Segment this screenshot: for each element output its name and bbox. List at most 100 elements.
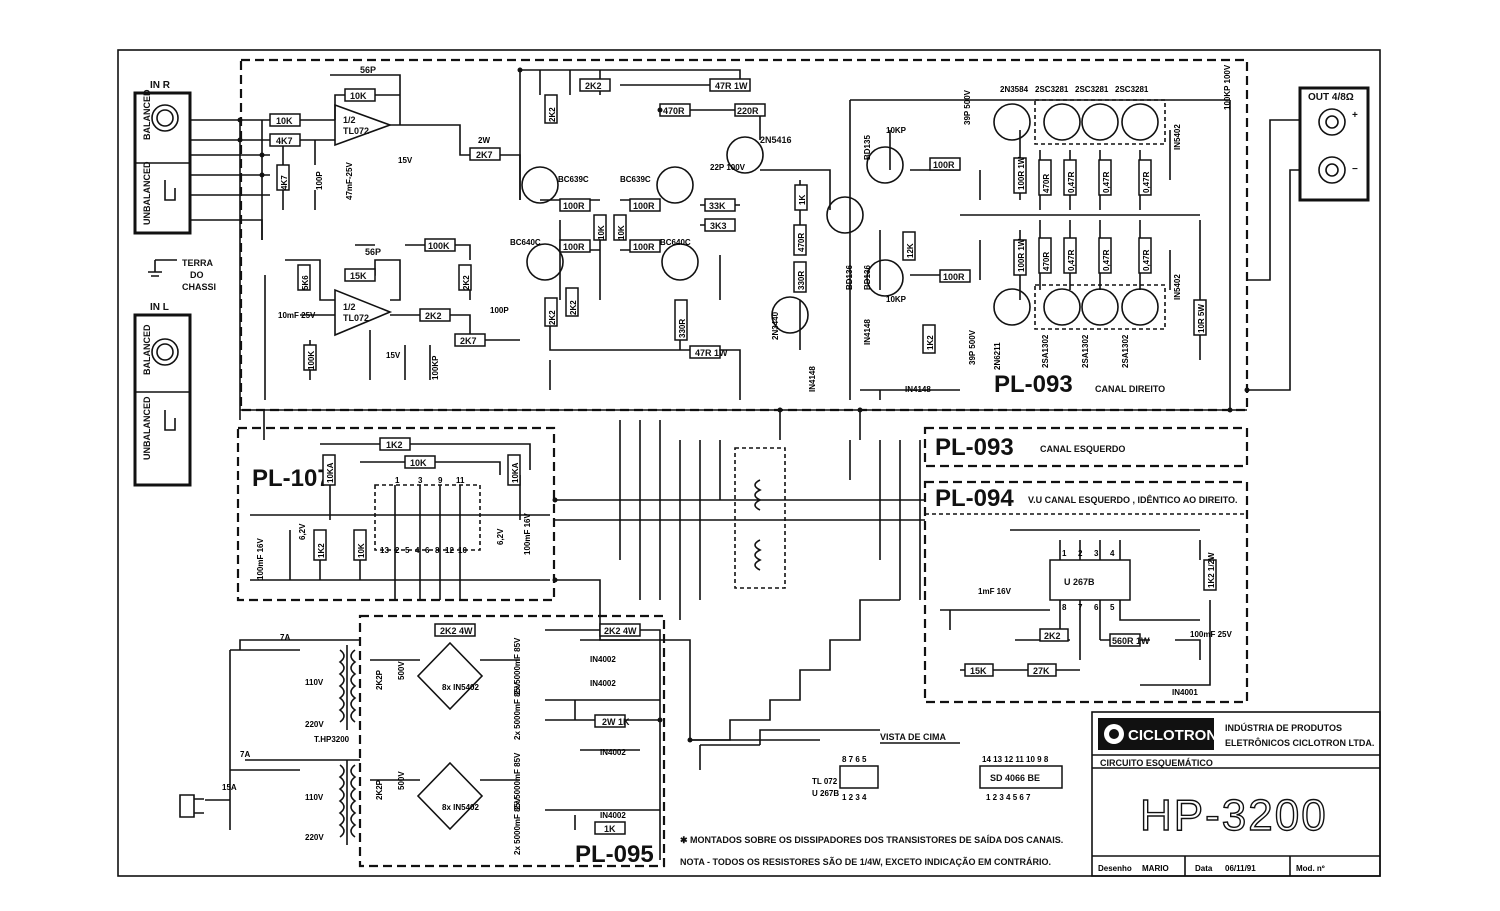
opamp-bottom: 1/2 TL072 [334,288,393,337]
svg-text:10KP: 10KP [886,295,907,304]
transformers [338,645,357,845]
svg-text:13: 13 [380,546,389,555]
svg-text:15V: 15V [386,351,401,360]
svg-text:BD136: BD136 [863,265,872,290]
svg-text:0,47R: 0,47R [1102,249,1111,271]
svg-text:2N5416: 2N5416 [760,135,792,145]
svg-text:12: 12 [445,546,454,555]
svg-text:BC639C: BC639C [558,175,589,184]
svg-text:10R 5W: 10R 5W [1197,304,1206,333]
sheet-type: CIRCUITO ESQUEMÁTICO [1100,758,1213,768]
input-l-connector: IN L BALANCED UNBALANCED [133,302,192,487]
data-value: 06/11/91 [1225,864,1256,873]
board-pl095 [358,614,666,868]
desenho-label: Desenho [1098,864,1132,873]
svg-text:2W: 2W [478,136,490,145]
svg-text:2x 5000mF 85V: 2x 5000mF 85V [513,682,522,740]
svg-text:6: 6 [1094,603,1099,612]
svg-text:2K2: 2K2 [569,300,578,315]
pl095-label: PL-095 [575,841,654,868]
svg-text:100R: 100R [633,242,655,252]
svg-text:2N6211: 2N6211 [993,342,1002,370]
svg-text:14 13 12 11 10 9 8: 14 13 12 11 10 9 8 [982,755,1049,764]
out-minus: − [1352,164,1358,175]
svg-text:15K: 15K [350,271,367,281]
svg-text:47R 1W: 47R 1W [715,81,748,91]
data-label: Data [1195,864,1213,873]
svg-text:100R: 100R [563,201,585,211]
balanced-r-label: BALANCED [142,89,152,140]
svg-text:2x 5000mF 85V: 2x 5000mF 85V [513,637,522,695]
svg-text:2N3440: 2N3440 [771,311,780,340]
tl072-package [839,765,879,789]
chassi-label: CHASSI [182,282,216,292]
pl093-left-label: PL-093 [935,434,1014,461]
svg-text:100K: 100K [428,241,450,251]
svg-text:470R: 470R [1042,252,1051,271]
svg-text:2K2P: 2K2P [375,669,384,690]
driver-stage-components: 2K2 2K2 47R 1W 470R 220R 2N5416 BC639C B… [510,78,817,392]
pl107-label: PL-107 [252,465,331,492]
svg-text:100R: 100R [633,201,655,211]
svg-text:2K2: 2K2 [1044,631,1061,641]
svg-text:1K: 1K [604,824,616,834]
svg-text:2SA1302: 2SA1302 [1121,334,1130,368]
svg-text:4: 4 [1110,549,1115,558]
svg-text:1K2: 1K2 [386,440,403,450]
svg-text:470R: 470R [663,106,685,116]
bridge-rectifiers [416,641,484,831]
svg-text:100K: 100K [307,351,316,370]
svg-text:1/2: 1/2 [343,302,356,312]
opamp-top: 1/2 TL072 [334,103,393,147]
pl095-components: 7A 7A 15A 110V 220V 110V 220V T.HP3200 2… [222,623,641,855]
svg-text:IN4002: IN4002 [590,655,616,664]
svg-text:2x 5000mF 85V: 2x 5000mF 85V [513,752,522,810]
junction-dots [237,67,1250,743]
svg-text:330R: 330R [797,271,806,290]
svg-text:110V: 110V [305,793,324,802]
svg-text:10KA: 10KA [511,462,520,483]
svg-text:220V: 220V [305,833,324,842]
svg-text:IN4002: IN4002 [600,811,626,820]
svg-text:220V: 220V [305,720,324,729]
svg-text:T.HP3200: T.HP3200 [314,735,350,744]
svg-text:10K: 10K [410,458,427,468]
svg-text:0,47R: 0,47R [1142,171,1151,193]
svg-text:56P: 56P [360,65,376,75]
vista-de-cima: VISTA DE CIMA 8 7 6 5 1 2 3 4 TL 072 U 2… [812,732,1063,802]
pl094-label: PL-094 [935,485,1014,512]
svg-text:3K3: 3K3 [710,221,727,231]
svg-text:IN5402: IN5402 [1173,274,1182,300]
output-coil [734,447,786,589]
svg-text:IN4148: IN4148 [905,385,931,394]
svg-text:U 267B: U 267B [1064,577,1095,587]
note-asterisk: ✱ MONTADOS SOBRE OS DISSIPADORES DOS TRA… [680,835,1063,845]
svg-text:IN4002: IN4002 [600,748,626,757]
svg-text:4K7: 4K7 [276,136,293,146]
svg-text:1: 1 [1062,549,1067,558]
svg-text:1K2: 1K2 [317,543,326,558]
svg-text:3: 3 [418,476,423,485]
svg-text:2K2: 2K2 [548,107,557,122]
svg-text:12K: 12K [906,243,915,258]
svg-text:4: 4 [415,546,420,555]
brand-name: CICLOTRON [1128,727,1217,744]
vista-title: VISTA DE CIMA [880,732,947,742]
board-pl093-right [239,58,1249,412]
svg-text:2SC3281: 2SC3281 [1115,85,1149,94]
svg-text:11: 11 [456,476,465,485]
svg-text:100mF 25V: 100mF 25V [1190,630,1232,639]
output-stage-components: BD135 BD136 BD136 10KP 10KP 100R 100R 12… [845,64,1232,394]
out-label: OUT 4/8Ω [1308,92,1354,103]
svg-text:10mF 25V: 10mF 25V [278,311,316,320]
pl094-components: U 267B 1 2 3 4 8 7 6 5 1mF 16V 2K2 560R … [964,549,1232,697]
svg-text:7A: 7A [280,633,290,642]
note-resistors: NOTA - TODOS OS RESISTORES SÃO DE 1/4W, … [680,857,1051,867]
unbalanced-r-label: UNBALANCED [142,161,152,225]
svg-text:330R: 330R [678,319,687,338]
svg-text:1mF 16V: 1mF 16V [978,587,1012,596]
svg-text:39P 500V: 39P 500V [963,89,972,125]
svg-text:470R: 470R [797,233,806,252]
chassis-ground: TERRA DO CHASSI [148,258,216,292]
